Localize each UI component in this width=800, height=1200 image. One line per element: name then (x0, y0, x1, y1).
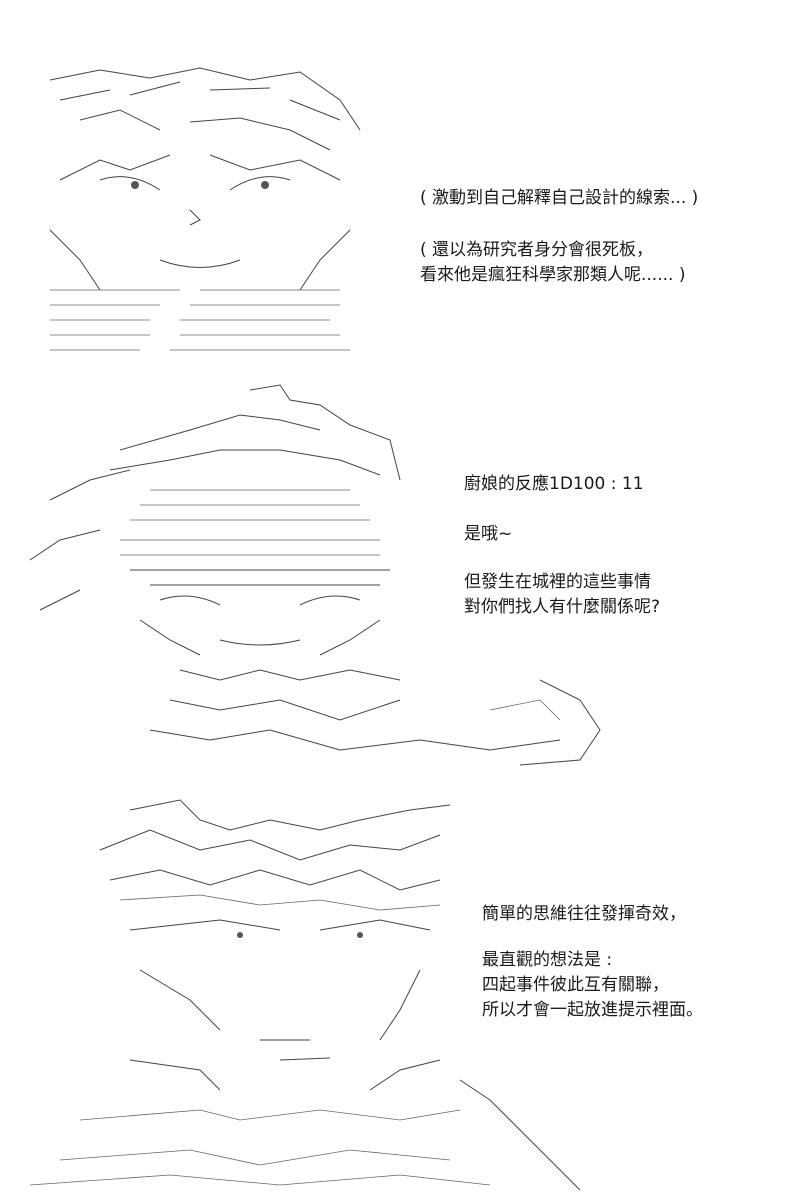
ascii-art-character-thinking (40, 60, 370, 360)
dialogue-line: ( 還以為研究者身分會很死板， 看來他是瘋狂科學家那類人呢...... ) (420, 240, 686, 285)
panel-2: 廚娘的反應1D100 : 11 是哦~ 但發生在城裡的這些事情 對你們找人有什麼… (0, 380, 800, 780)
dialogue-line: 廚娘的反應1D100 : 11 (464, 474, 644, 494)
dialogue-line: 最直觀的想法是 : 四起事件彼此互有關聯， 所以才會一起放進提示裡面。 (482, 950, 703, 1020)
dialogue-line: ( 激動到自己解釋自己設計的線索... ) (420, 188, 699, 208)
ascii-art-character-smirking (20, 790, 600, 1200)
panel-1: ( 激動到自己解釋自己設計的線索... ) ( 還以為研究者身分會很死板， 看來… (0, 0, 800, 380)
dialogue-line: 是哦~ (464, 524, 513, 544)
panel-3: 簡單的思維往往發揮奇效， 最直觀的想法是 : 四起事件彼此互有關聯， 所以才會一… (0, 780, 800, 1200)
dialogue-line: 簡單的思維往往發揮奇效， (482, 904, 686, 924)
ascii-art-chef-with-hat (20, 380, 620, 780)
dialogue-line: 但發生在城裡的這些事情 對你們找人有什麼關係呢? (464, 572, 661, 617)
